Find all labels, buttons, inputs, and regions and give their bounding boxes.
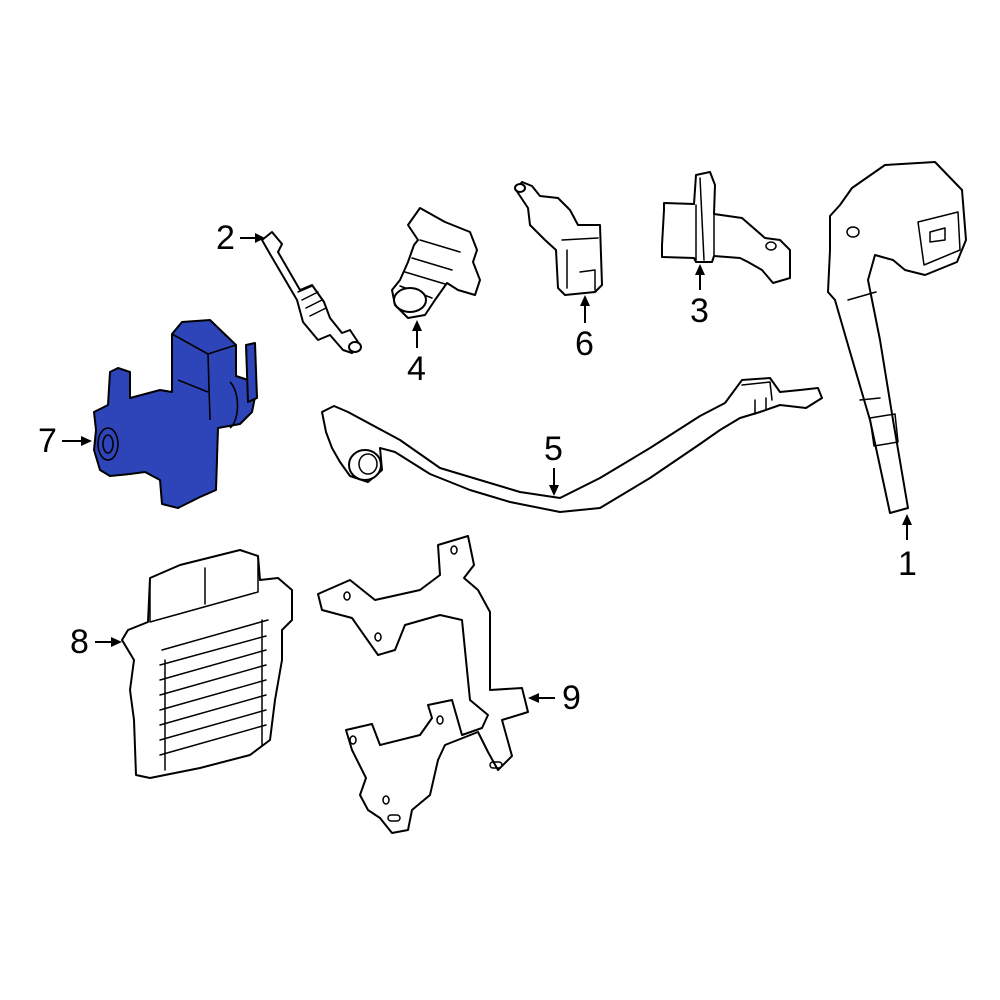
leader-line-9 — [528, 693, 555, 703]
leader-line-2 — [240, 233, 265, 243]
callout-8[interactable]: 8 — [70, 623, 89, 661]
part-1-ignition-coil[interactable] — [827, 161, 967, 514]
leader-line-8 — [95, 637, 122, 647]
part-7-vacuum-solenoid-valve[interactable] — [93, 319, 258, 509]
part-8-engine-control-module[interactable] — [121, 549, 293, 779]
part-4-camshaft-sensor[interactable] — [391, 207, 481, 319]
callout-9[interactable]: 9 — [562, 679, 581, 717]
leader-line-1 — [902, 514, 912, 540]
part-2-spark-plug[interactable] — [261, 231, 362, 354]
callout-1[interactable]: 1 — [898, 545, 917, 583]
callout-2[interactable]: 2 — [216, 219, 235, 257]
leader-line-5 — [549, 468, 559, 496]
leader-line-3 — [695, 264, 705, 290]
callout-4[interactable]: 4 — [407, 350, 426, 388]
part-3-sensor-bracket[interactable] — [661, 171, 791, 284]
part-9-ecm-mounting-bracket[interactable] — [317, 535, 529, 834]
callout-3[interactable]: 3 — [690, 292, 709, 330]
part-5-knock-sensor-harness[interactable] — [321, 377, 823, 513]
leader-line-4 — [412, 320, 422, 348]
part-6-temperature-sensor[interactable] — [514, 181, 603, 296]
callout-7[interactable]: 7 — [38, 422, 57, 460]
leader-line-6 — [580, 295, 590, 323]
leader-line-7 — [62, 436, 92, 446]
callout-5[interactable]: 5 — [544, 430, 563, 468]
callout-6[interactable]: 6 — [575, 325, 594, 363]
